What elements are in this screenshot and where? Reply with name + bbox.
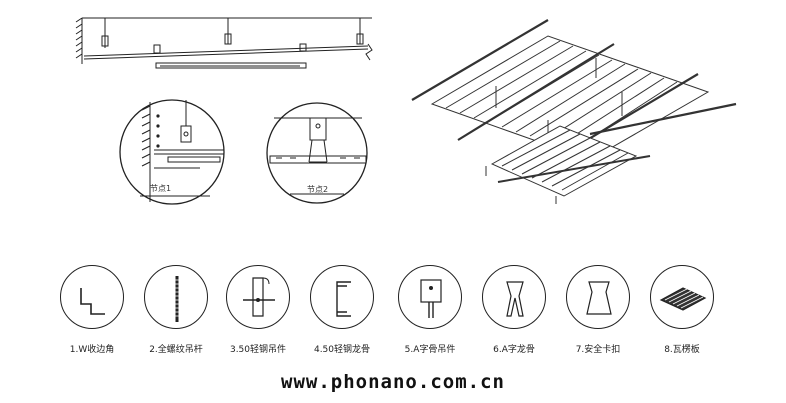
- website-url: www.phonano.com.cn: [281, 371, 505, 393]
- component-label-6: 6.A字龙骨: [493, 345, 535, 355]
- node1-label: 节点1: [150, 184, 172, 193]
- a-keel-icon: [482, 265, 546, 329]
- threaded-rod-icon: [144, 265, 208, 329]
- component-label-7: 7.安全卡扣: [575, 345, 621, 355]
- w-edge-angle-icon: [60, 265, 124, 329]
- component-label-8: 8.瓦楞板: [664, 345, 700, 355]
- steel-keel-icon: [310, 265, 374, 329]
- node2-label: 节点2: [307, 185, 329, 194]
- a-bone-hanger-icon: [398, 265, 462, 329]
- component-label-4: 4.50轻钢龙骨: [313, 345, 371, 355]
- safety-clip-icon: [566, 265, 630, 329]
- component-label-5: 5.A字骨吊件: [404, 345, 456, 355]
- steel-hanger-icon: [226, 265, 290, 329]
- corrugated-panel-icon: [650, 265, 714, 329]
- component-label-2: 2.全螺纹吊杆: [149, 345, 203, 355]
- component-label-1: 1.W收边角: [69, 345, 115, 355]
- component-label-3: 3.50轻钢吊件: [229, 345, 287, 355]
